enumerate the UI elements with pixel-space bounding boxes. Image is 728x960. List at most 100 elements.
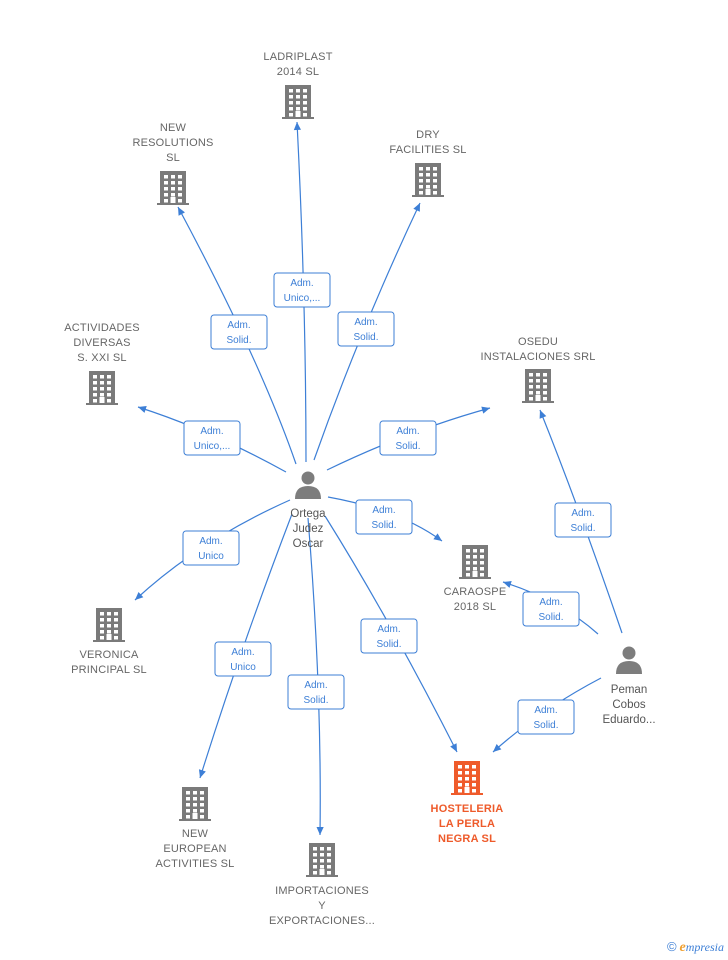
edge-label-e-veronica[interactable]: Adm. Unico	[182, 530, 240, 566]
edge-label-text: Unico	[198, 551, 224, 562]
brand-name: mpresia	[685, 940, 724, 954]
edge-label-box	[287, 674, 345, 710]
node-label-line: NEW	[160, 122, 187, 134]
edge-label-box	[360, 618, 418, 654]
edge-label-text: Solid.	[371, 520, 396, 531]
node-label-line: RESOLUTIONS	[132, 137, 213, 149]
node-label-line: Peman	[611, 684, 647, 696]
node-label-line: NEGRA SL	[438, 833, 496, 845]
node-label-line: Oscar	[293, 538, 324, 550]
edge-label-text: Adm.	[571, 508, 594, 519]
edge-label-text: Adm.	[231, 647, 254, 658]
edge-label-box	[273, 272, 331, 308]
edge-label-box	[379, 420, 437, 456]
node-label-line: FACILITIES SL	[389, 144, 466, 156]
brand-initial: e	[679, 940, 686, 955]
building-icon	[451, 761, 483, 795]
edge-label-e-new-european[interactable]: Adm. Unico	[214, 641, 272, 677]
edge-label-text: Solid.	[395, 441, 420, 452]
node-new-resolutions[interactable]: NEW RESOLUTIONS SL	[132, 122, 213, 205]
edge-label-e-osedu-o[interactable]: Adm.Solid.	[379, 420, 437, 456]
building-icon	[522, 369, 554, 403]
building-icon	[412, 163, 444, 197]
arrow-head	[198, 769, 206, 778]
node-importaciones[interactable]: IMPORTACIONESYEXPORTACIONES...	[269, 843, 375, 927]
edge-label-e-caraospe-o[interactable]: Adm. Solid.	[355, 499, 413, 535]
edge-label-text: Solid.	[303, 695, 328, 706]
node-label-line: Ortega	[290, 508, 326, 520]
arrow-head	[178, 207, 185, 216]
copyright-symbol: ©	[666, 939, 677, 954]
edge-label-text: Solid.	[533, 720, 558, 731]
edge-label-text: Solid.	[570, 523, 595, 534]
footer-brand[interactable]: ©empresia	[667, 939, 724, 956]
edge-label-e-ladriplast[interactable]: Adm.Unico,...	[273, 272, 331, 308]
edge-label-box	[337, 311, 395, 347]
arrow-head	[539, 410, 547, 419]
edge-label-box	[554, 502, 612, 538]
edge-label-box	[355, 499, 413, 535]
node-label-line: ACTIVIDADES	[64, 322, 140, 334]
edge-label-e-new-resolutions[interactable]: Adm.Solid.	[210, 314, 268, 350]
node-label-line: DRY	[416, 129, 440, 141]
edge-label-text: Adm.	[372, 505, 395, 516]
node-dry-facilities[interactable]: DRY FACILITIES SL	[389, 129, 466, 197]
arrow-head	[503, 581, 512, 588]
node-label-line: OSEDU	[518, 336, 558, 348]
edge-label-text: Adm.	[354, 317, 377, 328]
edge-label-text: Adm.	[227, 320, 250, 331]
edge-label-box	[517, 699, 575, 735]
person-icon	[295, 471, 321, 499]
edge-label-text: Unico,...	[284, 293, 321, 304]
edge-label-box	[210, 314, 268, 350]
edge-label-e-importaciones[interactable]: Adm.Solid.	[287, 674, 345, 710]
edge-label-e-actividades[interactable]: Adm. Unico,...	[183, 420, 241, 456]
edge-label-text: Solid.	[538, 612, 563, 623]
node-label-line: SL	[166, 152, 180, 164]
edge-label-e-hosteleria-p[interactable]: Adm. Solid.	[517, 699, 575, 735]
node-label-line: LADRIPLAST	[263, 51, 332, 63]
node-label-line: Cobos	[612, 699, 645, 711]
edge-label-e-caraospe-p[interactable]: Adm. Solid.	[522, 591, 580, 627]
node-label-line: Y	[318, 900, 326, 912]
building-icon	[179, 787, 211, 821]
edge-label-text: Adm.	[199, 536, 222, 547]
arrow-head	[135, 591, 144, 600]
edge-label-e-hosteleria-o[interactable]: Adm.Solid.	[360, 618, 418, 654]
node-peman[interactable]: PemanCobosEduardo...	[602, 646, 656, 727]
edge-label-text: Solid.	[353, 332, 378, 343]
building-icon	[459, 545, 491, 579]
building-icon	[282, 85, 314, 119]
edge-label-text: Adm.	[534, 705, 557, 716]
edge-label-e-osedu-p[interactable]: Adm. Solid.	[554, 502, 612, 538]
edge-labels-layer: Adm. Unico,... Adm. Solid. Adm. Solid. Adm. Uni…	[182, 272, 612, 735]
person-icon	[616, 646, 642, 674]
node-osedu[interactable]: OSEDU INSTALACIONES SRL	[480, 336, 595, 403]
edge-label-text: Unico,...	[194, 441, 231, 452]
edge-label-text: Unico	[230, 662, 256, 673]
edge-label-text: Adm.	[200, 426, 223, 437]
arrow-head	[413, 203, 420, 212]
edge-label-box	[183, 420, 241, 456]
edge-label-text: Adm.	[377, 624, 400, 635]
node-label-line: DIVERSAS	[73, 337, 130, 349]
edge-label-box	[214, 641, 272, 677]
edge-label-box	[522, 591, 580, 627]
arrow-head	[450, 743, 457, 752]
node-label-line: CARAOSPE	[444, 586, 507, 598]
node-label-line: HOSTELERIA	[431, 803, 504, 815]
edge-label-e-dry[interactable]: Adm. Solid.	[337, 311, 395, 347]
arrow-head	[316, 826, 324, 835]
node-label-line: INSTALACIONES SRL	[480, 351, 595, 363]
node-label-line: ACTIVITIES SL	[155, 858, 234, 870]
building-icon	[93, 608, 125, 642]
edge-label-text: Adm.	[539, 597, 562, 608]
